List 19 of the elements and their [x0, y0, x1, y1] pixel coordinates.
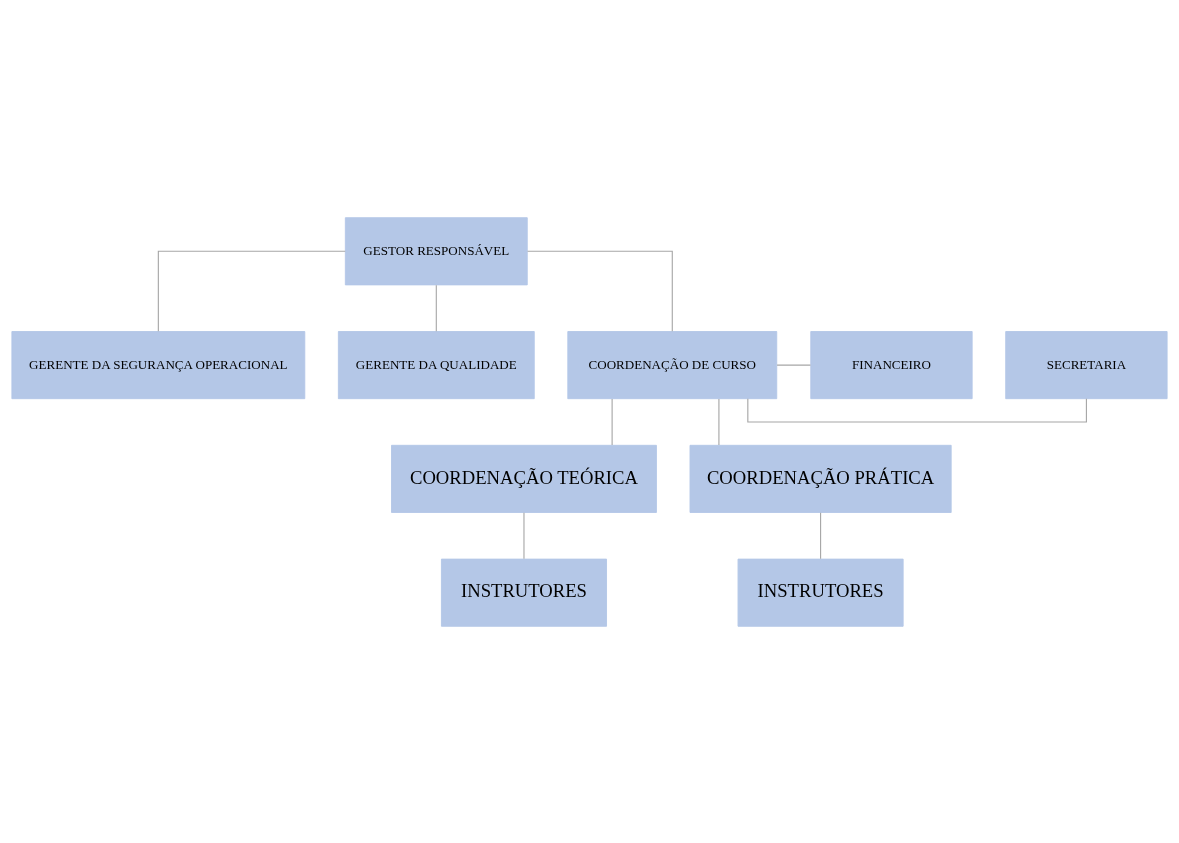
node-box: INSTRUTORES [440, 558, 607, 627]
connector [435, 284, 437, 332]
node-box: COORDENAÇÃO PRÁTICA [689, 444, 952, 513]
node-box: FINANCEIRO [810, 330, 973, 399]
connector [820, 511, 822, 559]
node-box: COORDENAÇÃO TEÓRICA [391, 444, 657, 513]
node-box: GERENTE DA QUALIDADE [337, 330, 535, 399]
node-box: GESTOR RESPONSÁVEL [344, 216, 528, 285]
connector [747, 397, 1087, 423]
node-box: SECRETARIA [1005, 330, 1168, 399]
connector [527, 250, 673, 332]
connector [776, 364, 812, 366]
node-box: GERENTE DA SEGURANÇA OPERACIONAL [11, 330, 306, 399]
node-box: INSTRUTORES [737, 558, 904, 627]
node-box: COORDENAÇÃO DE CURSO [567, 330, 778, 399]
connector [611, 397, 613, 446]
connector [718, 397, 720, 446]
connector [157, 250, 346, 332]
connector [523, 511, 525, 559]
